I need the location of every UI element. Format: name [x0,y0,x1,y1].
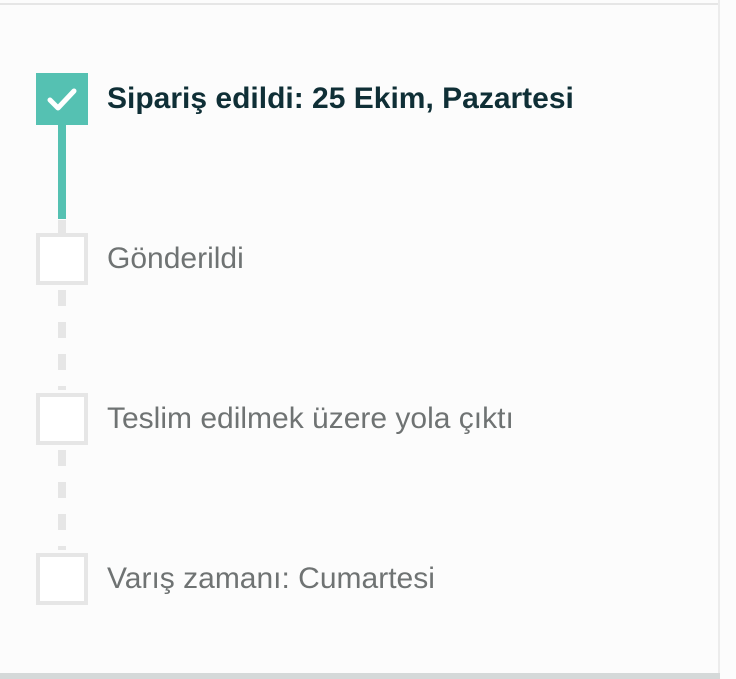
step-pending-indicator [36,233,88,285]
progress-connector-dashed [58,220,66,234]
step-label: Varış zamanı: Cumartesi [107,562,435,595]
top-divider [0,3,720,5]
step-pending-indicator [36,393,88,445]
bottom-divider [0,673,720,679]
step-label: Sipariş edildi: 25 Ekim, Pazartesi [107,82,574,115]
panel-edge [718,0,720,679]
step-label: Teslim edilmek üzere yola çıktı [107,402,514,435]
step-completed-indicator [36,73,88,125]
progress-connector-dashed [58,450,66,550]
progress-connector-completed [58,125,66,219]
progress-connector-dashed [58,290,66,390]
step-pending-indicator [36,553,88,605]
checkmark-icon [47,88,77,111]
step-label: Gönderildi [107,242,244,275]
